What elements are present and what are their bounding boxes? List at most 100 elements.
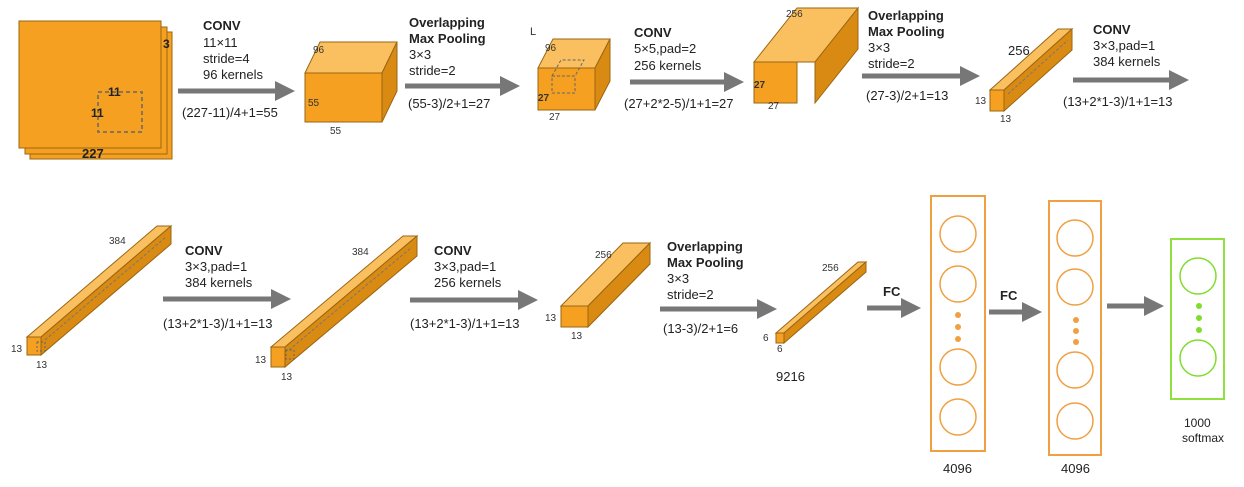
block-dashed-edge xyxy=(44,236,167,341)
block-width-label: 13 xyxy=(36,360,48,371)
block-width-label: 13 xyxy=(281,372,293,383)
block-height-label: 13 xyxy=(975,96,987,107)
block-front-face xyxy=(304,72,383,123)
ellipsis-dot xyxy=(955,324,961,330)
neuron xyxy=(1056,402,1094,440)
stage-param-line: 5×5,pad=2 xyxy=(634,41,696,56)
flatten-size-label: 9216 xyxy=(776,369,805,384)
block-top-face xyxy=(25,225,173,338)
block-dashed-edge xyxy=(1007,39,1069,95)
block-width-label: 27 xyxy=(768,101,780,112)
stage-formula: (13-3)/2+1=6 xyxy=(663,321,738,336)
block-depth-label: 256 xyxy=(786,9,803,20)
stage-param-line: stride=2 xyxy=(868,56,915,71)
stage-op-label: CONV xyxy=(434,243,472,258)
stage-pool2: Overlapping Max Pooling 3×3 stride=2 (27… xyxy=(862,8,981,103)
block-side-face xyxy=(783,260,867,345)
ellipsis-dot xyxy=(1073,339,1079,345)
stage-op-label: CONV xyxy=(634,25,672,40)
block-height-label: 27 xyxy=(538,93,550,104)
ellipsis-dot xyxy=(955,312,961,318)
block-depth-label: 256 xyxy=(822,263,839,274)
block-front-face xyxy=(775,332,785,344)
stage-formula: (13+2*1-3)/1+1=13 xyxy=(410,316,520,331)
input-kernel-height-label: 11 xyxy=(91,106,104,120)
ellipsis-dot xyxy=(1196,327,1202,333)
block-front-face xyxy=(560,305,589,328)
block-dashed-edge xyxy=(288,246,413,351)
kernel-marker xyxy=(36,341,46,352)
stage-op-label: FC xyxy=(883,284,901,299)
stage-op-label: Overlapping xyxy=(868,8,944,23)
feature-block-pool1: L 96 27 27 xyxy=(530,26,611,123)
neuron xyxy=(1056,268,1094,306)
block-depth-label: 96 xyxy=(545,43,557,54)
fc-units-label: 4096 xyxy=(1061,461,1090,476)
stage-formula: (55-3)/2+1=27 xyxy=(408,96,490,111)
block-front-face xyxy=(989,89,1005,112)
stage-formula: (227-11)/4+1=55 xyxy=(182,105,278,120)
stage-param-line: 96 kernels xyxy=(203,67,263,82)
neuron xyxy=(1056,219,1094,257)
input-size-label: 227 xyxy=(82,146,104,161)
block-height-label: 13 xyxy=(11,344,23,355)
feature-block-conv4: 384 13 13 xyxy=(255,234,419,383)
stage-op-label: Max Pooling xyxy=(868,24,945,39)
stage-param-line: 3×3 xyxy=(409,47,431,62)
neuron xyxy=(1179,339,1217,377)
feature-block-conv1: 96 55 55 xyxy=(304,41,398,137)
stage-conv3: CONV 3×3,pad=1 384 kernels (13+2*1-3)/1+… xyxy=(1063,22,1190,109)
stage-param-line: 3×3 xyxy=(667,271,689,286)
stage-formula: (27+2*2-5)/1+1=27 xyxy=(624,96,734,111)
block-side-face xyxy=(284,234,418,369)
stage-formula: (13+2*1-3)/1+1=13 xyxy=(163,316,273,331)
kernel-marker xyxy=(285,349,295,360)
stage-param-line: 3×3,pad=1 xyxy=(1093,38,1155,53)
neuron xyxy=(939,265,977,303)
softmax-layer: 1000 softmax xyxy=(1170,238,1225,445)
stage-fc1: FC xyxy=(867,284,922,318)
input-kernel-window xyxy=(97,91,143,133)
stage-op-label: FC xyxy=(1000,288,1018,303)
block-front-face xyxy=(270,346,286,368)
stage-op-label: Max Pooling xyxy=(409,31,486,46)
block-front-face xyxy=(753,61,798,104)
block-front-face xyxy=(26,336,42,356)
stage-param-line: stride=2 xyxy=(409,63,456,78)
input-image: 3 11 11 227 xyxy=(18,20,173,161)
pool-window-front xyxy=(551,75,576,94)
fc-units-label: 4096 xyxy=(943,461,972,476)
input-layer-front xyxy=(18,20,162,149)
block-width-label: 55 xyxy=(330,126,342,137)
feature-block-conv3: 384 13 13 xyxy=(11,224,173,371)
block-height-label: 13 xyxy=(545,313,557,324)
ellipsis-dot xyxy=(1196,303,1202,309)
block-top-face xyxy=(269,235,419,348)
stage-formula: (13+2*1-3)/1+1=13 xyxy=(1063,94,1173,109)
corner-mark: L xyxy=(530,26,536,38)
block-depth-label: 384 xyxy=(352,247,369,258)
stage-conv4: CONV 3×3,pad=1 384 kernels (13+2*1-3)/1+… xyxy=(163,243,292,331)
stage-param-line: 3×3,pad=1 xyxy=(434,259,496,274)
block-front-face xyxy=(537,67,596,111)
ellipsis-dot xyxy=(1073,328,1079,334)
stage-param-line: 11×11 xyxy=(203,35,238,50)
block-side-face xyxy=(40,224,172,357)
neuron xyxy=(939,215,977,253)
stage-op-label: Max Pooling xyxy=(667,255,744,270)
block-side-face xyxy=(814,6,859,105)
ellipsis-dot xyxy=(1196,315,1202,321)
stage-param-line: 3×3 xyxy=(868,40,890,55)
stage-param-line: stride=4 xyxy=(203,51,250,66)
block-width-label: 6 xyxy=(777,344,783,355)
stage-conv5: CONV 3×3,pad=1 256 kernels (13+2*1-3)/1+… xyxy=(410,243,539,331)
fc-layer-2: 4096 xyxy=(1048,200,1102,476)
stage-op-label: CONV xyxy=(185,243,223,258)
input-kernel-width-label: 11 xyxy=(108,85,121,99)
stage-op-label: CONV xyxy=(1093,22,1131,37)
neuron xyxy=(1179,257,1217,295)
stage-pool1: Overlapping Max Pooling 3×3 stride=2 (55… xyxy=(405,15,521,111)
feature-block-pool3: 256 6 6 9216 xyxy=(763,260,868,384)
stage-conv2: CONV 5×5,pad=2 256 kernels (27+2*2-5)/1+… xyxy=(624,25,745,111)
output-units-label: 1000 xyxy=(1184,416,1211,430)
